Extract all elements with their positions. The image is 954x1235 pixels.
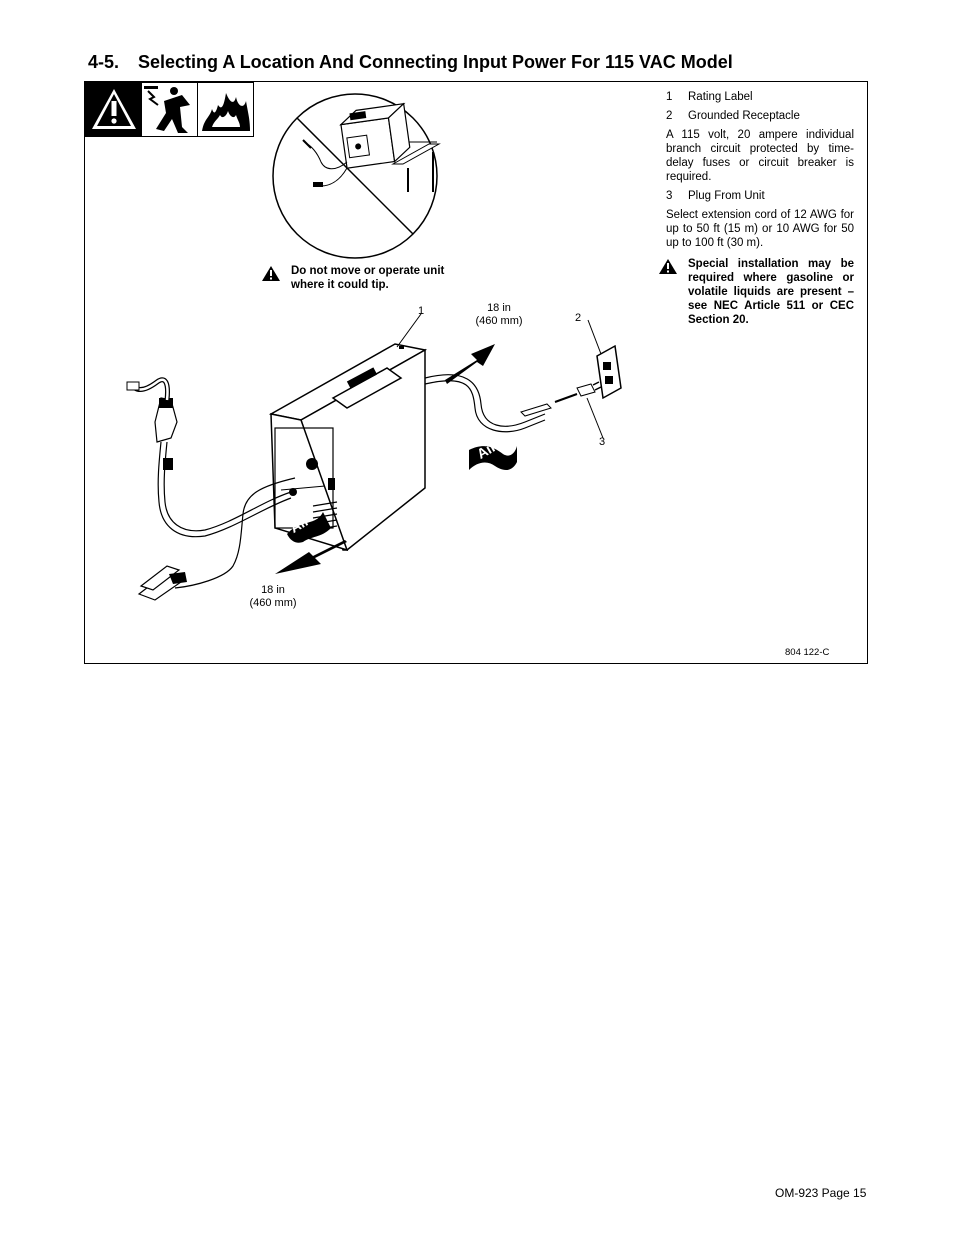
legend-item-number: 1 (666, 91, 673, 103)
section-heading: 4-5. Selecting A Location And Connecting … (88, 52, 733, 73)
legend-item-number: 3 (666, 190, 673, 202)
power-plug-icon (554, 381, 602, 403)
clearance-top-mm: (460 mm) (475, 315, 523, 327)
electric-shock-icon (141, 82, 198, 137)
callout-3: 3 (599, 436, 606, 448)
legend-item-label: Plug From Unit (688, 190, 765, 202)
warning-icon (262, 266, 280, 281)
legend-item-1: 1 Rating Label (666, 90, 854, 104)
callout-2: 2 (575, 312, 582, 324)
legend-item-2: 2 Grounded Receptacle (666, 109, 854, 123)
legend-item-label: Grounded Receptacle (688, 110, 800, 122)
callout-1: 1 (418, 305, 425, 317)
welding-gun-icon (126, 377, 178, 470)
grounded-receptacle-icon (596, 344, 622, 400)
tip-warning: Do not move or operate unit where it cou… (261, 264, 461, 292)
work-clamp-icon (137, 565, 187, 601)
welder-placement-diagram (126, 93, 622, 601)
warning-icon (659, 259, 677, 274)
section-number: 4-5. (88, 52, 120, 72)
fire-icon (197, 82, 254, 137)
clearance-bottom: 18 in (460 mm) (247, 584, 299, 610)
figure-frame: Air Air Do not move or operate unit wher… (84, 81, 868, 664)
legend: 1 Rating Label 2 Grounded Receptacle A 1… (666, 90, 854, 255)
legend-item-label: Rating Label (688, 91, 753, 103)
clearance-bottom-mm: (460 mm) (249, 597, 297, 609)
no-tipping-icon (272, 93, 441, 259)
legend-item-2-text: A 115 volt, 20 ampere individual branch … (666, 129, 854, 183)
clearance-bottom-inches: 18 in (261, 584, 285, 596)
tip-warning-text: Do not move or operate unit where it cou… (291, 265, 445, 291)
welder-unit (268, 313, 428, 552)
legend-item-number: 2 (666, 110, 673, 122)
warning-icon (85, 82, 142, 137)
page-footer: OM-923 Page 15 (775, 1186, 867, 1200)
clearance-top-inches: 18 in (487, 302, 511, 314)
section-title: Selecting A Location And Connecting Inpu… (138, 52, 733, 72)
legend-item-3: 3 Plug From Unit (666, 189, 854, 203)
special-installation-warning: Special installation may be required whe… (658, 257, 854, 327)
legend-item-3-text: Select extension cord of 12 AWG for up t… (666, 209, 854, 249)
document-number: 804 122-C (785, 647, 830, 658)
clearance-top: 18 in (460 mm) (473, 302, 525, 328)
special-warning-text: Special installation may be required whe… (688, 258, 854, 326)
